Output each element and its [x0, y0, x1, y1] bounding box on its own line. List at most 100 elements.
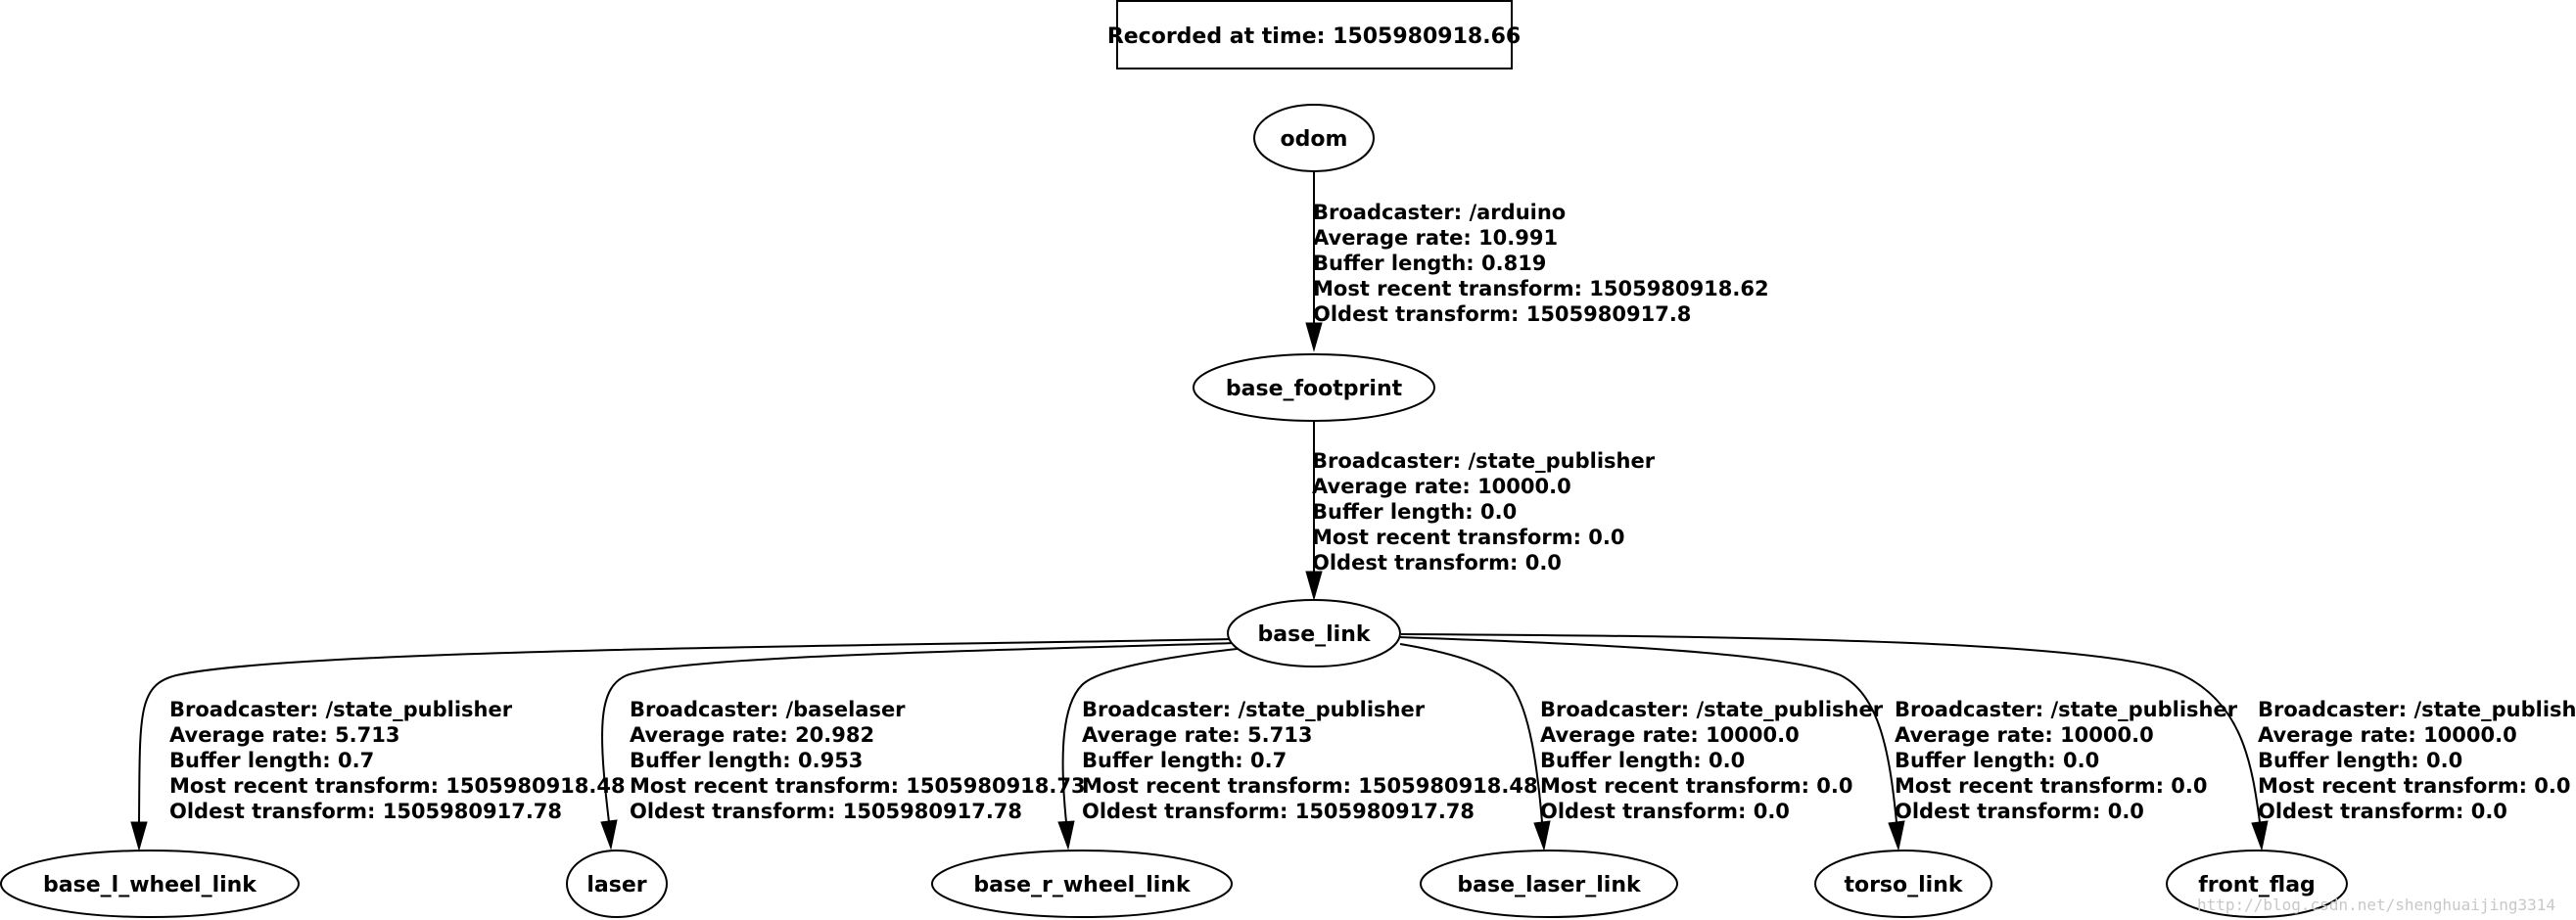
node-torso-link: torso_link	[1814, 850, 1992, 918]
edge-base-link-laser: Broadcaster: /baselaser Average rate: 20…	[600, 642, 1237, 851]
node-ellipse	[0, 850, 300, 918]
node-ellipse	[931, 850, 1233, 918]
node-ellipse	[1253, 104, 1375, 172]
edge-label: Broadcaster: /arduino Average rate: 10.9…	[1313, 201, 1776, 326]
edge-buffer: Buffer length: 0.7	[169, 749, 374, 772]
watermark: http://blog.csdn.net/shenghuaijing3314	[2197, 896, 2555, 914]
node-base-r-wheel-link: base_r_wheel_link	[931, 850, 1233, 918]
arrow-head	[1305, 322, 1323, 352]
arrow-head	[1533, 820, 1551, 851]
edge-buffer: Buffer length: 0.0	[1312, 500, 1517, 524]
node-ellipse	[1227, 599, 1401, 667]
edge-oldest: Oldest transform: 0.0	[1540, 800, 1790, 823]
edge-recent: Most recent transform: 1505980918.48	[1082, 774, 1538, 798]
edge-recent: Most recent transform: 1505980918.48	[169, 774, 626, 798]
edge-broadcaster: Broadcaster: /state_publisher	[169, 698, 513, 721]
arrow-head	[1305, 571, 1323, 601]
edge-rate: Average rate: 10.991	[1313, 226, 1558, 250]
arrow-head	[1057, 820, 1075, 851]
recorded-time-label: Recorded at time: 1505980918.66	[1107, 24, 1521, 49]
edge-label: Broadcaster: /state_publisher Average ra…	[1082, 698, 1545, 823]
node-base-link: base_link	[1227, 599, 1401, 667]
node-odom: odom	[1253, 104, 1375, 172]
node-label: base_footprint	[1226, 377, 1403, 401]
node-base-laser-link: base_laser_link	[1420, 850, 1678, 918]
edge-recent: Most recent transform: 1505980918.62	[1313, 277, 1769, 300]
recorded-time-box: Recorded at time: 1505980918.66	[1107, 0, 1521, 69]
edge-oldest: Oldest transform: 1505980917.78	[1082, 800, 1475, 823]
node-laser: laser	[566, 850, 668, 918]
edge-line	[1397, 636, 1897, 823]
edge-oldest: Oldest transform: 0.0	[1895, 800, 2144, 823]
node-front-flag: front_flag	[2166, 850, 2348, 918]
edge-base-link-base-l-wheel-link: Broadcaster: /state_publisher Average ra…	[130, 638, 1232, 851]
node-label: torso_link	[1844, 873, 1963, 897]
arrow-head	[130, 821, 148, 851]
node-label: laser	[586, 873, 646, 897]
edge-broadcaster: Broadcaster: /arduino	[1313, 201, 1566, 224]
edge-rate: Average rate: 10000.0	[2258, 723, 2517, 747]
edge-odom-base-footprint: Broadcaster: /arduino Average rate: 10.9…	[1305, 172, 1776, 352]
node-ellipse	[1814, 850, 1992, 918]
node-ellipse	[1420, 850, 1678, 918]
node-base-l-wheel-link: base_l_wheel_link	[0, 850, 300, 918]
edge-label: Broadcaster: /state_publisher Average ra…	[169, 698, 632, 823]
edge-line	[601, 642, 1237, 823]
edge-oldest: Oldest transform: 0.0	[1312, 551, 1562, 575]
edge-base-link-base-laser-link: Broadcaster: /state_publisher Average ra…	[1399, 643, 1890, 851]
edge-oldest: Oldest transform: 1505980917.78	[169, 800, 562, 823]
node-label: base_r_wheel_link	[973, 873, 1192, 897]
edge-label: Broadcaster: /baselaser Average rate: 20…	[630, 698, 1093, 823]
edge-label: Broadcaster: /state_publisher Average ra…	[2258, 698, 2576, 823]
arrow-head	[2251, 820, 2269, 851]
edge-rate: Average rate: 10000.0	[1312, 475, 1571, 498]
edge-oldest: Oldest transform: 1505980917.78	[630, 800, 1022, 823]
edge-base-link-torso-link: Broadcaster: /state_publisher Average ra…	[1397, 636, 2244, 851]
edge-line	[1399, 643, 1543, 823]
node-label: odom	[1281, 127, 1348, 152]
edge-line	[138, 638, 1232, 823]
edge-label: Broadcaster: /state_publisher Average ra…	[1895, 698, 2244, 823]
edge-buffer: Buffer length: 0.819	[1313, 252, 1546, 275]
arrow-head	[600, 819, 618, 851]
edge-recent: Most recent transform: 0.0	[1895, 774, 2208, 798]
edge-line	[1400, 633, 2261, 823]
node-ellipse	[2166, 850, 2348, 918]
edge-oldest: Oldest transform: 1505980917.8	[1313, 302, 1691, 326]
edge-buffer: Buffer length: 0.7	[1082, 749, 1287, 772]
edge-recent: Most recent transform: 0.0	[1540, 774, 1853, 798]
edge-label: Broadcaster: /state_publisher Average ra…	[1540, 698, 1890, 823]
edge-buffer: Buffer length: 0.0	[1895, 749, 2099, 772]
edge-buffer: Buffer length: 0.953	[630, 749, 863, 772]
edge-base-link-front-flag: Broadcaster: /state_publisher Average ra…	[1400, 633, 2576, 851]
node-label: front_flag	[2198, 873, 2316, 897]
edge-oldest: Oldest transform: 0.0	[2258, 800, 2507, 823]
node-label: base_link	[1258, 622, 1372, 647]
edge-broadcaster: Broadcaster: /state_publisher	[1082, 698, 1426, 721]
edge-broadcaster: Broadcaster: /state_publisher	[2258, 698, 2576, 721]
edge-broadcaster: Broadcaster: /state_publisher	[1895, 698, 2238, 721]
edge-rate: Average rate: 10000.0	[1540, 723, 1800, 747]
edge-broadcaster: Broadcaster: /baselaser	[630, 698, 906, 721]
edge-recent: Most recent transform: 0.0	[1312, 526, 1625, 549]
edge-rate: Average rate: 20.982	[630, 723, 874, 747]
edge-rate: Average rate: 5.713	[1082, 723, 1313, 747]
edge-buffer: Buffer length: 0.0	[2258, 749, 2462, 772]
edge-broadcaster: Broadcaster: /state_publisher	[1540, 698, 1884, 721]
node-label: base_laser_link	[1457, 873, 1642, 897]
edge-base-link-base-r-wheel-link: Broadcaster: /state_publisher Average ra…	[1057, 647, 1545, 851]
node-ellipse	[1193, 353, 1435, 422]
edge-line	[1061, 647, 1246, 823]
edge-recent: Most recent transform: 0.0	[2258, 774, 2571, 798]
edge-rate: Average rate: 10000.0	[1895, 723, 2154, 747]
edge-recent: Most recent transform: 1505980918.73	[630, 774, 1086, 798]
edge-label: Broadcaster: /state_publisher Average ra…	[1312, 449, 1662, 575]
arrow-head	[1888, 820, 1905, 851]
edge-broadcaster: Broadcaster: /state_publisher	[1312, 449, 1656, 473]
node-base-footprint: base_footprint	[1193, 353, 1435, 422]
node-ellipse	[566, 850, 668, 918]
node-label: base_l_wheel_link	[43, 873, 258, 897]
recorded-time-frame	[1116, 0, 1513, 69]
edge-buffer: Buffer length: 0.0	[1540, 749, 1745, 772]
